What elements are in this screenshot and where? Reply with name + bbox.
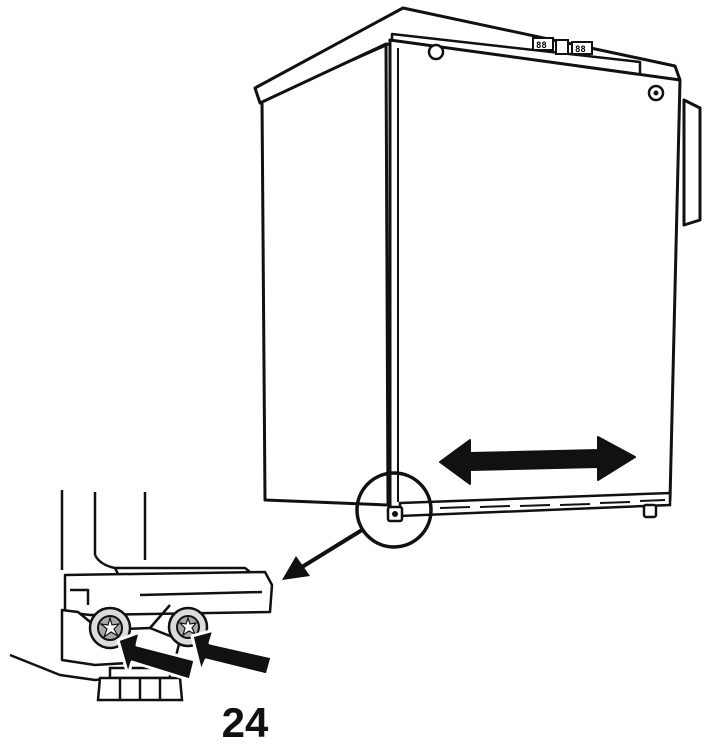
cabinet-side-panel	[260, 43, 390, 507]
rear-foot	[642, 503, 658, 519]
cabinet-door	[388, 38, 682, 512]
right-display	[571, 41, 593, 55]
lock-icon	[647, 84, 665, 102]
hinge-foot	[386, 505, 404, 523]
temperature-displays: 88 88	[532, 37, 593, 55]
leveling-foot	[96, 666, 184, 702]
screw-arrow-right-icon	[190, 628, 274, 677]
fridge-cabinet	[253, 6, 682, 512]
detail-magnifier-circle	[355, 471, 433, 549]
detail-pointer-arrow-icon	[282, 528, 364, 580]
hinge-cover	[427, 43, 445, 61]
move-arrow-icon	[439, 436, 636, 485]
door-handle	[682, 98, 702, 227]
left-display-text: 88	[536, 41, 547, 51]
left-display	[532, 37, 554, 51]
figure-number: 24	[221, 699, 269, 746]
center-button	[555, 39, 569, 55]
right-display-text: 88	[575, 45, 586, 55]
screw-arrow-left-icon	[116, 630, 197, 682]
